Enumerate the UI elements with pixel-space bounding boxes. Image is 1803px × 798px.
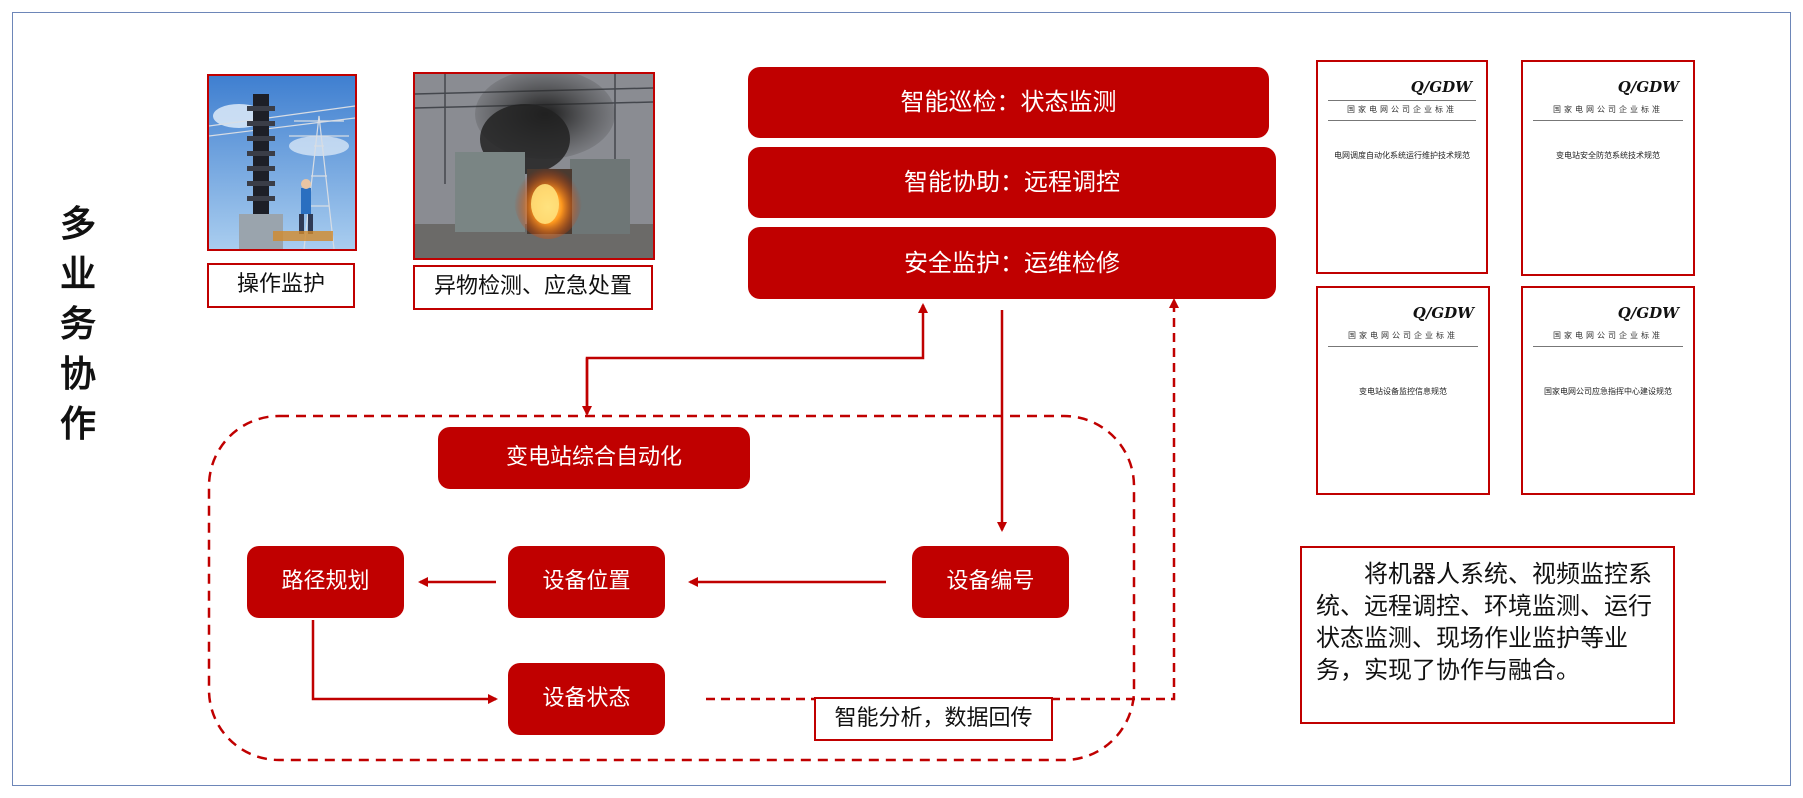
standard-doc-2: Q/GDW 国家电网公司企业标准 变电站安全防范系统技术规范 [1521, 60, 1695, 276]
emergency-handling-photo [413, 72, 655, 260]
substation-fire-image [415, 74, 653, 258]
doc-code: Q/GDW [1617, 78, 1679, 96]
device-status-node: 设备状态 [508, 663, 665, 735]
description-text: 将机器人系统、视频监控系统、远程调控、环境监测、运行状态监测、现场作业监护等业务… [1316, 560, 1652, 684]
function-label: 智能协助：远程调控 [904, 168, 1120, 196]
emergency-handling-caption: 异物检测、应急处置 [413, 265, 653, 310]
side-title-char: 务 [59, 304, 96, 345]
node-label: 设备编号 [946, 569, 1035, 594]
doc-rule [1328, 346, 1478, 347]
side-title-char: 业 [59, 254, 96, 295]
node-label: 变电站综合自动化 [505, 445, 682, 470]
doc-title: 变电站设备监控信息规范 [1359, 387, 1447, 396]
feedback-arrow [706, 298, 1179, 701]
doc-rule [1328, 120, 1476, 121]
device-position-node: 设备位置 [508, 546, 665, 618]
side-title-char: 作 [59, 404, 96, 445]
function-label: 智能巡检：状态监测 [900, 88, 1117, 116]
node-label: 路径规划 [281, 569, 370, 594]
arrow-substation-to-pills [585, 303, 928, 414]
feedback-label-text: 智能分析，数据回传 [834, 706, 1033, 731]
doc-rule [1328, 100, 1476, 101]
automation-system-boundary [207, 414, 1136, 762]
doc-org: 国家电网公司企业标准 [1553, 331, 1663, 340]
substation-automation-node: 变电站综合自动化 [438, 427, 750, 489]
function-inspection: 智能巡检：状态监测 [748, 67, 1269, 138]
path-planning-node: 路径规划 [247, 546, 404, 618]
doc-org: 国家电网公司企业标准 [1553, 105, 1663, 114]
description-box: 将机器人系统、视频监控系统、远程调控、环境监测、运行状态监测、现场作业监护等业务… [1300, 546, 1675, 724]
operation-monitoring-caption: 操作监护 [207, 263, 355, 308]
doc-org: 国家电网公司企业标准 [1348, 331, 1458, 340]
caption-text: 操作监护 [236, 272, 325, 297]
feedback-label: 智能分析，数据回传 [814, 697, 1053, 741]
node-label: 设备位置 [542, 569, 631, 594]
function-label: 安全监护：运维检修 [904, 249, 1120, 277]
device-number-node: 设备编号 [912, 546, 1069, 618]
standard-doc-1: Q/GDW 国家电网公司企业标准 电网调度自动化系统运行维护技术规范 [1316, 60, 1488, 274]
doc-title: 国家电网公司应急指挥中心建设规范 [1544, 387, 1672, 396]
side-title-char: 协 [59, 354, 96, 395]
doc-title: 电网调度自动化系统运行维护技术规范 [1334, 151, 1470, 160]
substation-tower-image [209, 76, 355, 249]
doc-org: 国家电网公司企业标准 [1347, 105, 1457, 114]
side-title-char: 多 [59, 204, 96, 245]
doc-code: Q/GDW [1412, 304, 1474, 322]
caption-text: 异物检测、应急处置 [433, 274, 632, 299]
doc-title: 变电站安全防范系统技术规范 [1556, 151, 1660, 160]
doc-code: Q/GDW [1617, 304, 1679, 322]
standard-doc-3: Q/GDW 国家电网公司企业标准 变电站设备监控信息规范 [1316, 286, 1490, 495]
doc-code: Q/GDW [1410, 78, 1472, 96]
function-safety: 安全监护：运维检修 [748, 227, 1276, 299]
slide-frame [12, 12, 1791, 786]
arrow-to-device-status [311, 620, 498, 704]
side-title: 多 业 务 协 作 [58, 200, 98, 450]
standard-doc-4: Q/GDW 国家电网公司企业标准 国家电网公司应急指挥中心建设规范 [1521, 286, 1695, 495]
function-assist: 智能协助：远程调控 [748, 147, 1276, 218]
node-label: 设备状态 [542, 686, 631, 711]
operation-monitoring-photo [207, 74, 357, 251]
doc-rule [1533, 346, 1683, 347]
doc-rule [1533, 120, 1683, 121]
